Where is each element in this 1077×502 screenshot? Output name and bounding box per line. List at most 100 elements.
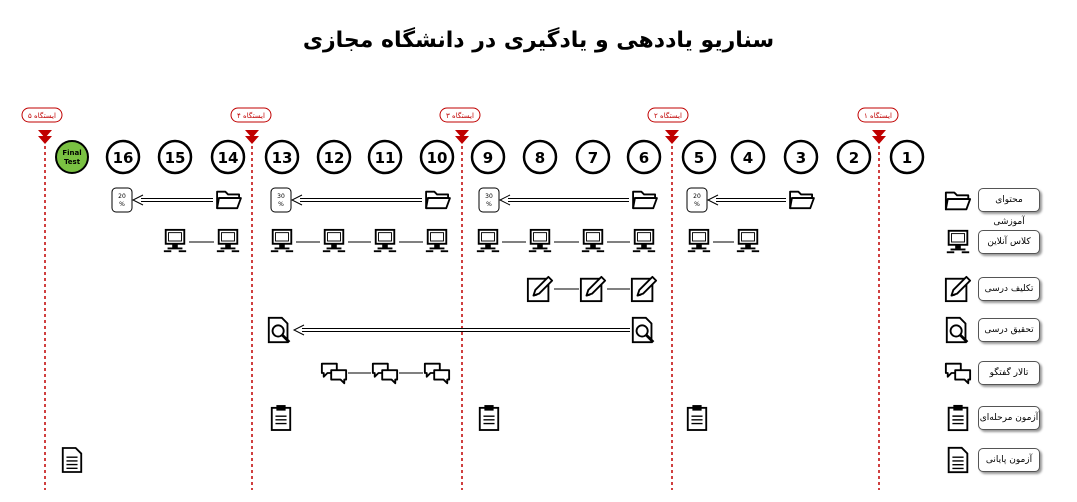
session-number: 5 (694, 149, 704, 167)
station-label: ایستگاه ۱ (864, 111, 892, 120)
legend-label: کلاس آنلاین (978, 230, 1040, 254)
computer-icon (631, 228, 657, 254)
legend-folder-icon (944, 191, 972, 211)
chat-icon (423, 362, 451, 385)
station-arrow-icon (455, 130, 469, 144)
pen-paper-icon (630, 275, 658, 303)
session-number: 12 (324, 149, 345, 167)
search-doc-icon (267, 316, 291, 344)
legend-document-icon (947, 446, 969, 474)
session-number: 15 (165, 149, 186, 167)
session-circle-15 (157, 139, 193, 175)
computer-icon (269, 228, 295, 254)
computer-icon (215, 228, 241, 254)
chat-icon (320, 362, 348, 385)
computer-icon (424, 228, 450, 254)
session-number: 2 (849, 149, 859, 167)
percent-badge (270, 187, 292, 213)
percent-badge (686, 187, 708, 213)
arrow-head-icon (498, 194, 511, 206)
session-circle-14 (210, 139, 246, 175)
session-circle-11 (367, 139, 403, 175)
legend-label: تحقیق درسی (978, 318, 1040, 342)
station-badge (439, 107, 481, 123)
percent-badge-text: 20 (693, 193, 701, 200)
session-number: 1 (902, 149, 912, 167)
clipboard-icon (478, 404, 500, 431)
session-circle-5 (681, 139, 717, 175)
session-circle-1 (889, 139, 925, 175)
search-doc-icon (631, 316, 655, 344)
session-number: 6 (639, 149, 649, 167)
percent-badge (111, 187, 133, 213)
clipboard-icon (270, 404, 292, 431)
arrow-head-icon (292, 324, 305, 336)
percent-badge-text: % (278, 201, 284, 208)
station-arrow-icon (665, 130, 679, 144)
percent-badge-text: % (694, 201, 700, 208)
computer-icon (321, 228, 347, 254)
legend-chat-icon (944, 362, 972, 385)
session-circle-8 (522, 139, 558, 175)
station-label: ایستگاه ۴ (237, 111, 265, 120)
arrow-head-icon (290, 194, 303, 206)
station-badge (21, 107, 63, 123)
final-test-label: Test (64, 158, 81, 166)
station-label: ایستگاه ۵ (28, 111, 56, 120)
station-arrow-icon (245, 130, 259, 144)
folder-icon (789, 190, 815, 210)
legend-label: آزمون مرحله‌ای (978, 406, 1040, 430)
legend-pen-paper-icon (944, 275, 972, 303)
legend-label: تالار گفتگو (978, 361, 1040, 385)
diagram-title: سناریو یاددهی و یادگیری در دانشگاه مجازی (302, 28, 775, 53)
station-label: ایستگاه ۳ (446, 111, 474, 120)
session-circle-16 (105, 139, 141, 175)
percent-badge-text: % (486, 201, 492, 208)
legend-search-doc-icon (945, 316, 969, 344)
session-circle-3 (783, 139, 819, 175)
station-badge (230, 107, 272, 123)
station-badge (647, 107, 689, 123)
session-number: 14 (218, 149, 239, 167)
percent-badge-text: 30 (485, 193, 493, 200)
legend-label: آزمون پایانی (978, 448, 1040, 472)
session-number: 11 (375, 149, 396, 167)
legend-clipboard-icon (947, 404, 969, 432)
legend-label: محتوای آموزشی (978, 188, 1040, 227)
percent-badge-text: 30 (277, 193, 285, 200)
session-number: 3 (796, 149, 806, 167)
arrow-head-icon (131, 194, 144, 206)
session-number: 8 (535, 149, 545, 167)
session-number: 9 (483, 149, 493, 167)
computer-icon (735, 228, 761, 254)
session-number: 7 (588, 149, 598, 167)
folder-icon (632, 190, 658, 210)
percent-badge-text: 20 (118, 193, 126, 200)
computer-icon (527, 228, 553, 254)
session-circle-12 (316, 139, 352, 175)
session-number: 13 (272, 149, 293, 167)
clipboard-icon (686, 404, 708, 431)
session-circle-10 (419, 139, 455, 175)
session-number: 10 (427, 149, 448, 167)
session-circle-9 (470, 139, 506, 175)
session-circle-4 (730, 139, 766, 175)
pen-paper-icon (579, 275, 607, 303)
percent-badge (478, 187, 500, 213)
session-number: 4 (743, 149, 753, 167)
session-circle-7 (575, 139, 611, 175)
computer-icon (372, 228, 398, 254)
computer-icon (162, 228, 188, 254)
computer-icon (686, 228, 712, 254)
chat-icon (371, 362, 399, 385)
final-test-circle (55, 140, 89, 174)
session-circle-2 (836, 139, 872, 175)
final-test-label: Final (62, 149, 81, 157)
station-label: ایستگاه ۲ (654, 111, 682, 120)
session-number: 16 (113, 149, 134, 167)
legend-computer-icon (945, 229, 971, 255)
document-icon (61, 447, 83, 473)
station-badge (857, 107, 899, 123)
